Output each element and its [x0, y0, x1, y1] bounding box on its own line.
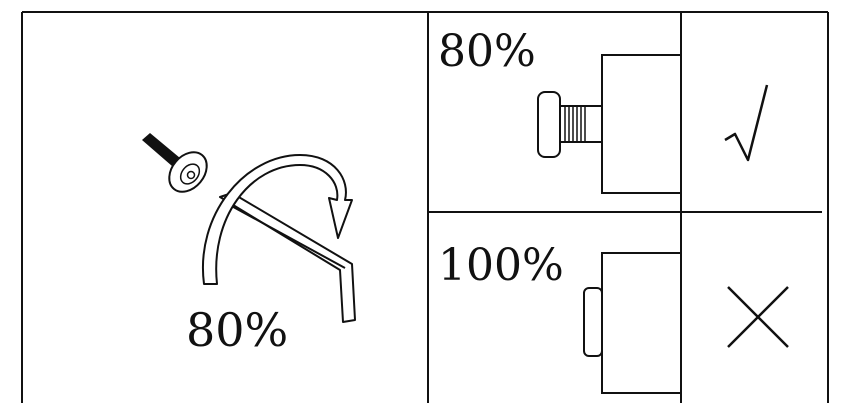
left-panel: 80% — [142, 133, 356, 357]
top-screw-head — [537, 91, 561, 158]
panel-frame — [21, 11, 829, 403]
right-bottom-panel: 100% — [438, 240, 789, 394]
top-workpiece — [601, 54, 681, 194]
bottom-screw-head — [583, 287, 603, 357]
screw-illustration — [142, 133, 208, 193]
right-top-panel: 80% — [438, 26, 769, 194]
checkmark-icon — [724, 84, 769, 162]
top-torque-label: 80% — [438, 26, 536, 77]
hex-key-edge — [225, 202, 346, 269]
top-screw — [537, 91, 603, 158]
bottom-torque-label: 100% — [438, 240, 564, 291]
rotation-arrow-path — [201, 154, 353, 285]
rotation-arrow — [201, 154, 353, 285]
cross-icon — [727, 286, 789, 348]
screw-shank — [142, 133, 180, 166]
screw-hex-socket — [186, 170, 196, 180]
left-torque-label: 80% — [186, 303, 288, 357]
bottom-workpiece — [601, 252, 681, 394]
